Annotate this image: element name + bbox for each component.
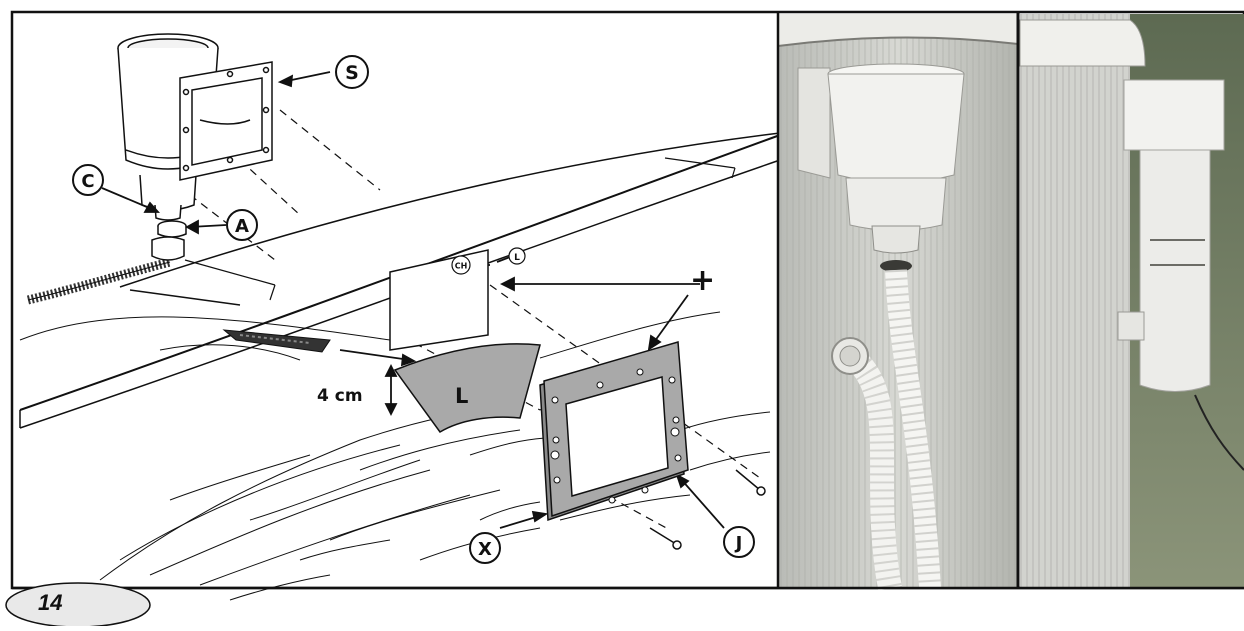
hose-outline xyxy=(27,261,171,301)
rail-joint xyxy=(664,157,736,169)
faceplate-gasket xyxy=(539,341,689,522)
svg-text:C: C xyxy=(81,171,94,192)
callout-CH: CH xyxy=(451,255,471,275)
liner-line xyxy=(539,311,721,359)
photo-skimmer-side xyxy=(1019,14,1244,588)
rail-joint xyxy=(129,289,241,306)
callout-S: S xyxy=(335,55,369,89)
svg-text:L: L xyxy=(514,253,520,263)
skimmer-body xyxy=(117,33,273,221)
svg-text:S: S xyxy=(345,62,359,84)
svg-text:CH: CH xyxy=(455,262,468,271)
svg-text:A: A xyxy=(235,216,249,237)
liner-piece xyxy=(393,343,541,433)
liner-line xyxy=(19,316,391,341)
callout-L-small: L xyxy=(508,247,526,265)
line-drawing-panel: S C A X J CH L + L 4 cm xyxy=(19,33,781,601)
cutter-knife-icon xyxy=(222,329,331,353)
callout-X: X xyxy=(469,532,501,564)
pool-rail-lower-edge xyxy=(19,159,781,429)
rail-joint xyxy=(731,167,736,179)
measure-label: 4 cm xyxy=(317,386,363,406)
screw-icon xyxy=(649,469,766,550)
page-number-badge xyxy=(5,582,151,628)
pool-rail-back-edge xyxy=(119,132,781,288)
svg-text:X: X xyxy=(478,539,492,560)
liner-label: L xyxy=(455,384,468,408)
page-number: 14 xyxy=(38,590,63,615)
adapter-fitting xyxy=(151,220,187,261)
callout-arrows xyxy=(101,71,725,529)
svg-text:J: J xyxy=(734,533,743,554)
callout-C: C xyxy=(72,164,104,196)
photo-skimmer-front xyxy=(777,14,1019,591)
callout-A: A xyxy=(226,209,258,241)
skimmer-marks xyxy=(1150,239,1205,266)
callout-J: J xyxy=(723,526,755,558)
plus-label: + xyxy=(690,263,715,298)
rail-joint xyxy=(269,284,276,301)
liner-line xyxy=(159,344,301,361)
pool-rail-front-edge xyxy=(19,134,781,411)
rail-joint xyxy=(184,259,276,286)
